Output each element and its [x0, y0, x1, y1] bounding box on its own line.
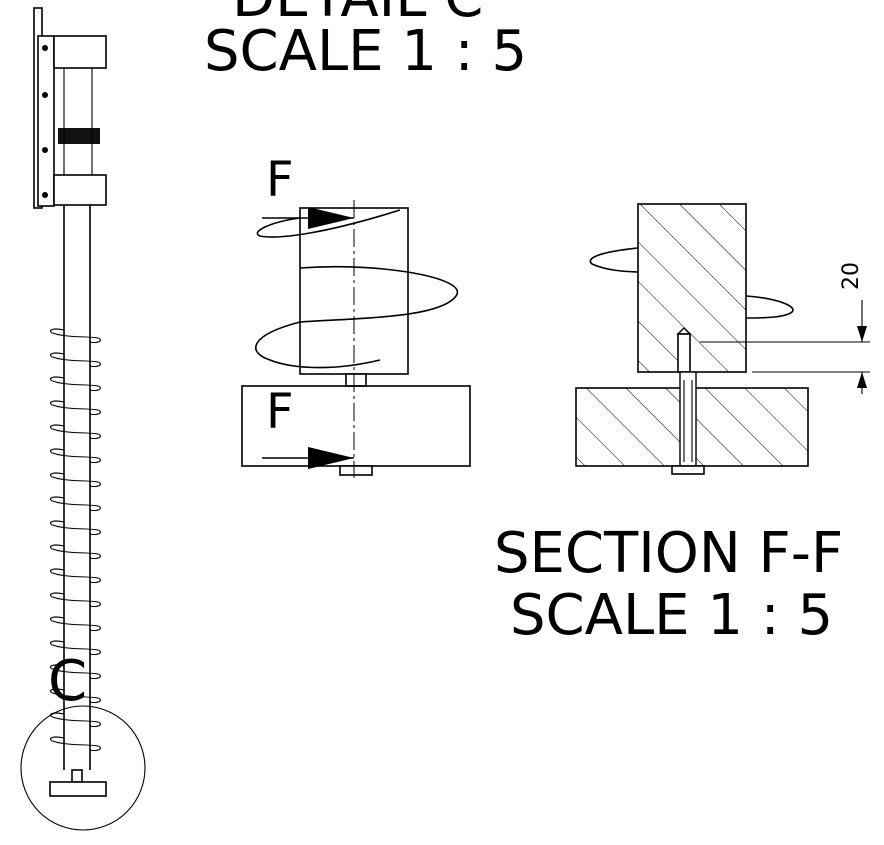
auger-flight: [49, 424, 101, 440]
side-view: [241, 200, 471, 478]
section-marker-bottom: F: [266, 384, 294, 440]
auger-assembly: [20, 7, 146, 831]
auger-flight: [49, 448, 101, 464]
section-title: SECTION F-F: [494, 521, 843, 586]
detail-marker-c: C: [48, 649, 87, 714]
detail-scale: SCALE 1 : 5: [204, 19, 527, 84]
auger-flights: [49, 328, 101, 752]
detail-c-circle: [20, 705, 146, 831]
auger-flight: [49, 712, 101, 728]
section-scale: SCALE 1 : 5: [510, 583, 833, 648]
section-view: [575, 203, 870, 475]
auger-flight: [49, 592, 101, 608]
auger-flight: [49, 328, 101, 344]
auger-flight: [49, 568, 101, 584]
auger-flight: [49, 400, 101, 416]
auger-flight: [49, 352, 101, 368]
auger-flight: [49, 376, 101, 392]
auger-flight: [49, 520, 101, 536]
auger-flight: [49, 472, 101, 488]
auger-flight: [49, 664, 101, 680]
detail-title: DETAIL C: [232, 0, 483, 30]
auger-flight: [49, 736, 101, 752]
auger-flight: [49, 544, 101, 560]
auger-flight: [49, 640, 101, 656]
dimension-value: 20: [839, 262, 864, 290]
section-marker-top: F: [266, 152, 294, 208]
auger-flight: [49, 496, 101, 512]
auger-flight: [49, 616, 101, 632]
auger-flight: [49, 688, 101, 704]
